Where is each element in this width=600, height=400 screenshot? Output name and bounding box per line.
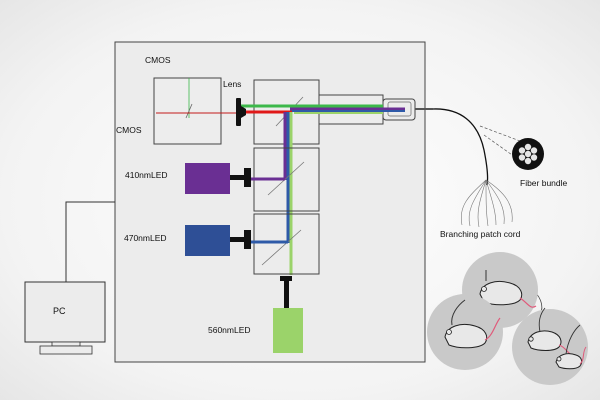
patch-cord-label: Branching patch cord <box>440 229 521 239</box>
led-410-label: 410nmLED <box>125 170 168 180</box>
pc-monitor-icon <box>24 281 106 355</box>
lens-icon <box>236 98 246 126</box>
led-470-label: 470nmLED <box>124 233 167 243</box>
pc-cable <box>65 201 115 282</box>
led-470-mount <box>230 237 247 242</box>
led-410-mount <box>230 175 247 180</box>
mouse-icon <box>479 270 537 308</box>
mouse-icon <box>444 299 501 349</box>
led-560-block <box>273 308 303 353</box>
led-560-mount <box>280 276 292 281</box>
fiber-bundle-label: Fiber bundle <box>520 178 568 188</box>
branching-patch-cord <box>460 179 513 228</box>
fiber-bundle-icon <box>512 138 544 170</box>
lens-label: Lens <box>223 79 241 89</box>
mouse-icon <box>527 307 575 357</box>
led-560-label: 560nmLED <box>208 325 251 335</box>
mouse-icon <box>555 324 587 370</box>
cmos-top-label: CMOS <box>145 55 171 65</box>
camera-sensor-icon <box>153 77 222 145</box>
pc-label: PC <box>53 306 66 316</box>
fiber-cable <box>432 108 489 186</box>
bottom-dichroic-cube <box>253 213 320 275</box>
led-470-block <box>185 225 230 256</box>
cmos-side-label: CMOS <box>116 125 142 135</box>
led-410-block <box>185 163 230 194</box>
